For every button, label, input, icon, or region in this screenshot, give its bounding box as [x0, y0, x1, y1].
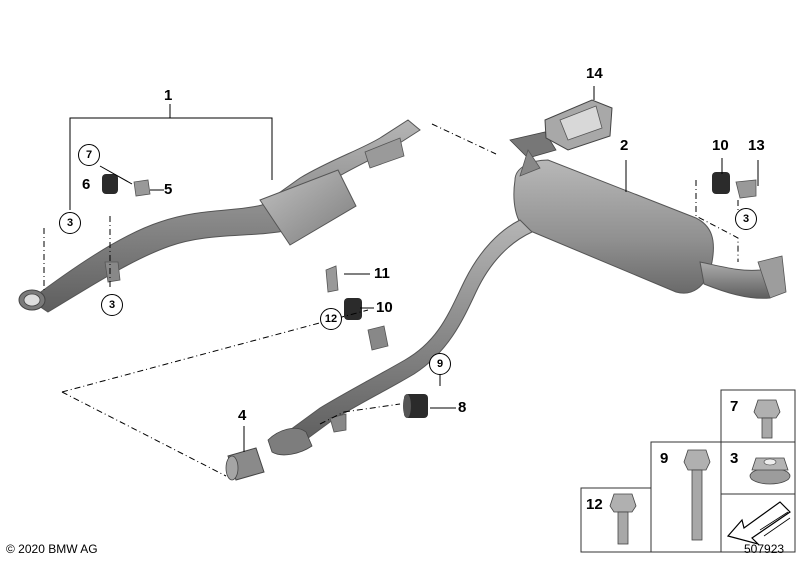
- small-bolt-icon: [609, 493, 637, 545]
- callout-2[interactable]: 2: [620, 137, 629, 154]
- callout-14[interactable]: 14: [586, 65, 603, 82]
- flange-nut-icon: [749, 457, 791, 485]
- callout-8[interactable]: 8: [458, 399, 467, 416]
- callout-11[interactable]: 11: [374, 265, 390, 282]
- copyright-text: © 2020 BMW AG: [6, 542, 98, 556]
- callout-4[interactable]: 4: [238, 407, 247, 424]
- callout-7[interactable]: 7: [78, 144, 100, 166]
- rubber-mounts: [102, 172, 730, 418]
- leader-lines: [69, 86, 759, 452]
- callout-12[interactable]: 12: [320, 308, 342, 330]
- direction-arrow-icon: [726, 501, 791, 546]
- legend-label-3: 3: [730, 450, 739, 467]
- legend-label-9: 9: [660, 450, 669, 467]
- callout-9[interactable]: 9: [429, 353, 451, 375]
- diagram-number: 507923: [744, 542, 785, 556]
- brackets: [133, 179, 757, 293]
- callout-3-bottom[interactable]: 3: [101, 294, 123, 316]
- clamp-part: [225, 447, 265, 481]
- center-pipe: [267, 219, 533, 456]
- callout-5[interactable]: 5: [164, 181, 173, 198]
- callout-13[interactable]: 13: [748, 137, 765, 154]
- callout-1[interactable]: 1: [164, 87, 173, 104]
- callout-3-left[interactable]: 3: [59, 212, 81, 234]
- long-bolt-icon: [683, 449, 711, 541]
- callout-3-right[interactable]: 3: [735, 208, 757, 230]
- hex-bolt-icon: [753, 399, 781, 439]
- assembly-boundary: [43, 123, 739, 477]
- tailpipe-trim: [544, 99, 613, 151]
- callout-6[interactable]: 6: [82, 176, 91, 193]
- front-pipe-assembly: [18, 119, 421, 313]
- callout-10-center[interactable]: 10: [376, 299, 393, 316]
- rear-muffler-assembly: [509, 131, 787, 299]
- callout-10-right[interactable]: 10: [712, 137, 729, 154]
- legend-label-7: 7: [730, 398, 739, 415]
- legend-label-12: 12: [586, 496, 603, 513]
